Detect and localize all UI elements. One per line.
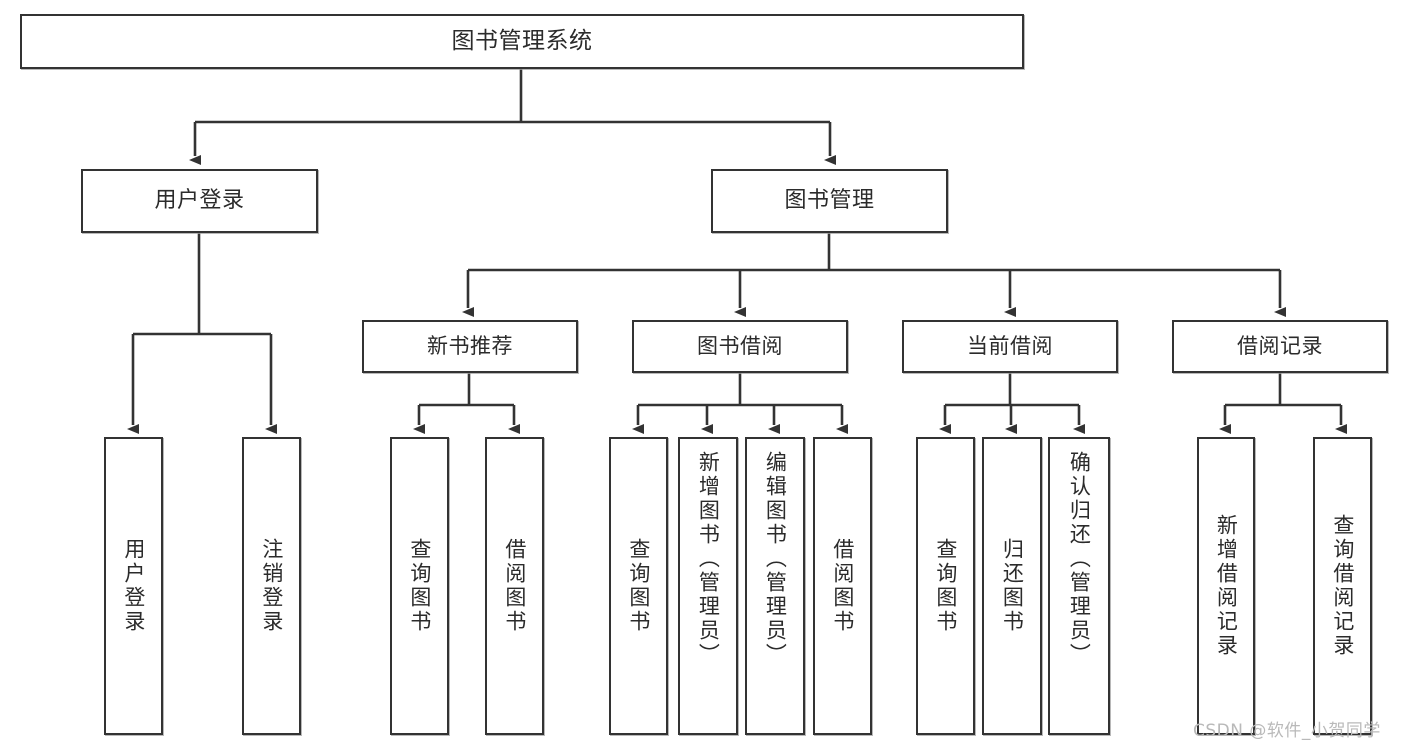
leaf-borrow-book[interactable]: 借阅图书: [813, 437, 872, 735]
node-label: 查询图书: [933, 538, 958, 634]
leaf-query-book-new[interactable]: 查询图书: [390, 437, 449, 735]
node-book-management[interactable]: 图书管理: [711, 169, 948, 233]
node-label: 用户登录: [154, 188, 245, 214]
node-label: 借阅图书: [502, 538, 527, 634]
node-label: 借阅图书: [830, 538, 855, 634]
node-label: 用户登录: [121, 538, 146, 634]
leaf-borrow-book-new[interactable]: 借阅图书: [485, 437, 544, 735]
node-borrow-record[interactable]: 借阅记录: [1172, 320, 1388, 373]
leaf-query-book-current[interactable]: 查询图书: [916, 437, 975, 735]
leaf-query-book-borrow[interactable]: 查询图书: [609, 437, 668, 735]
node-label: 新书推荐: [427, 334, 513, 359]
node-label: 新增借阅记录: [1214, 514, 1239, 658]
node-new-book-recommend[interactable]: 新书推荐: [362, 320, 578, 373]
watermark-text: CSDN @软件_小贺同学: [1193, 721, 1381, 741]
leaf-add-borrow-record[interactable]: 新增借阅记录: [1197, 437, 1255, 735]
node-label: 查询图书: [407, 538, 432, 634]
node-label: 新增图书（管理员）: [696, 451, 721, 667]
node-current-borrow[interactable]: 当前借阅: [902, 320, 1118, 373]
leaf-confirm-return-admin[interactable]: 确认归还（管理员）: [1048, 437, 1110, 735]
node-root-system[interactable]: 图书管理系统: [20, 14, 1024, 69]
node-label: 借阅记录: [1237, 334, 1323, 359]
node-label: 图书借阅: [697, 334, 783, 359]
leaf-return-book[interactable]: 归还图书: [982, 437, 1042, 735]
node-user-login[interactable]: 用户登录: [81, 169, 318, 233]
node-label: 注销登录: [259, 538, 284, 634]
node-label: 图书管理系统: [451, 27, 593, 54]
node-label: 查询图书: [626, 538, 651, 634]
leaf-logout-login[interactable]: 注销登录: [242, 437, 301, 735]
node-label: 编辑图书（管理员）: [763, 451, 788, 667]
node-label: 归还图书: [1000, 538, 1025, 634]
leaf-user-login[interactable]: 用户登录: [104, 437, 163, 735]
node-label: 图书管理: [784, 188, 875, 214]
node-label: 查询借阅记录: [1330, 514, 1355, 658]
leaf-query-borrow-record[interactable]: 查询借阅记录: [1313, 437, 1372, 735]
node-book-borrow[interactable]: 图书借阅: [632, 320, 848, 373]
node-label: 确认归还（管理员）: [1067, 451, 1092, 667]
leaf-add-book-admin[interactable]: 新增图书（管理员）: [678, 437, 738, 735]
node-label: 当前借阅: [967, 334, 1053, 359]
leaf-edit-book-admin[interactable]: 编辑图书（管理员）: [745, 437, 805, 735]
